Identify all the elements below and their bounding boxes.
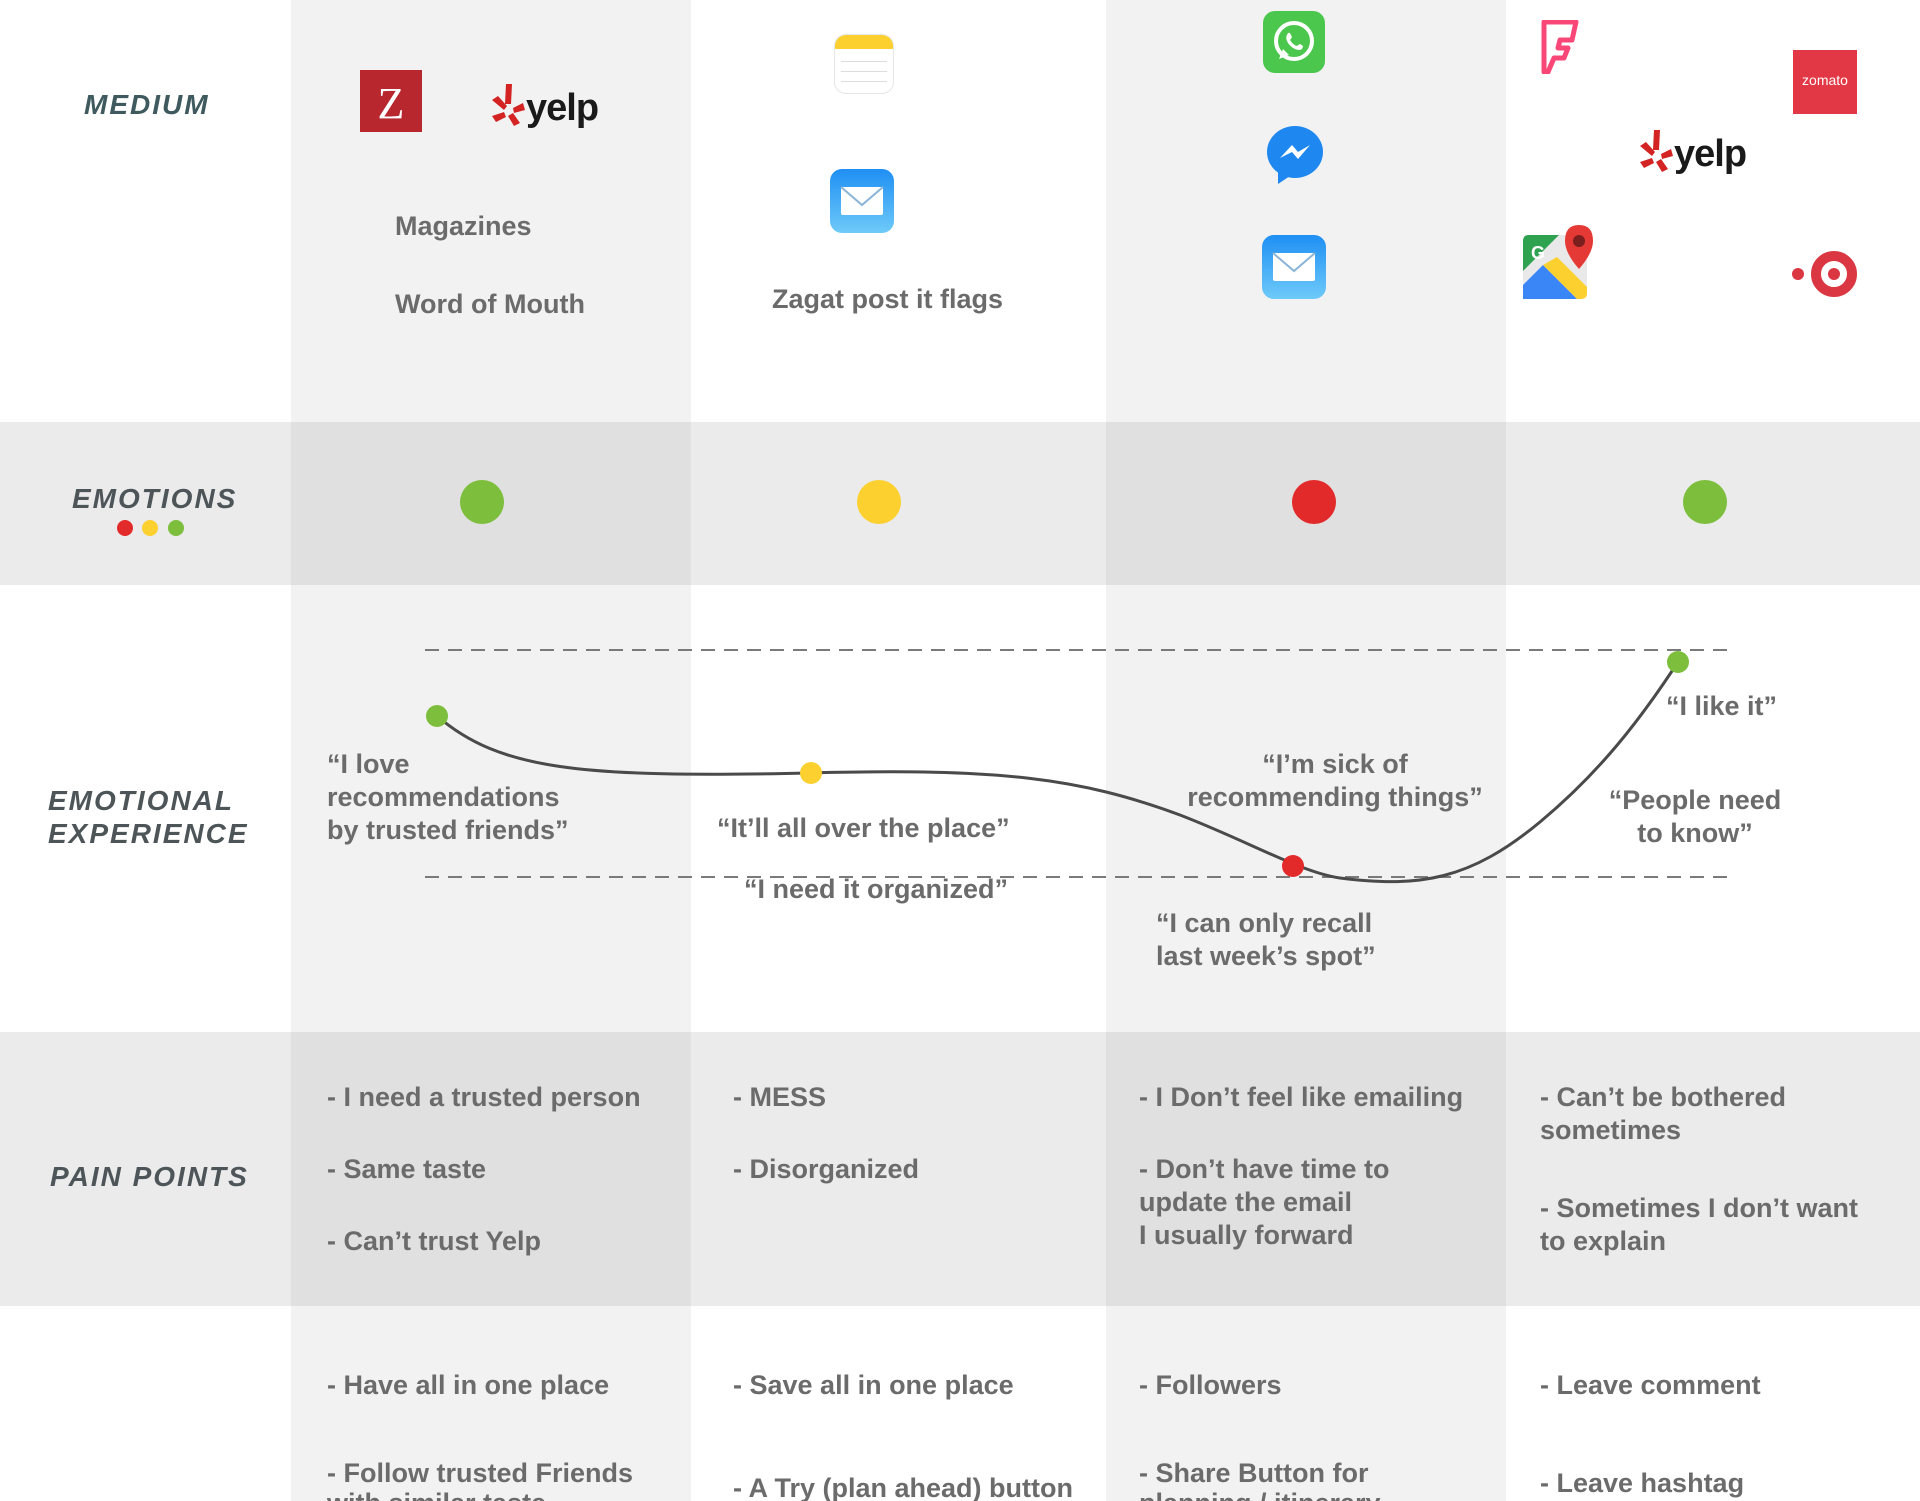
opp-col1-item2-line2: with similar taste: [327, 1487, 546, 1501]
row-label-emotional-line2: EXPERIENCE: [48, 818, 249, 849]
row-label-pain-points: PAIN POINTS: [50, 1161, 249, 1192]
quote-col1-line1: “I love: [327, 749, 410, 779]
quote-col3-top-line1: “I’m sick of: [1262, 749, 1408, 779]
yelp-wordmark-2: yelp: [1674, 133, 1747, 175]
pain-col4-item2-line1: - Sometimes I don’t want: [1540, 1193, 1859, 1223]
messenger-icon: [1266, 124, 1324, 186]
pain-col4-item2-line2: to explain: [1540, 1226, 1667, 1256]
pain-col3-item2: - Don’t have time to update the email I …: [1139, 1153, 1390, 1252]
whatsapp-glyph-icon: [1274, 21, 1314, 61]
envelope-icon-2: [1272, 252, 1316, 281]
quote-col3-bottom-line1: “I can only recall: [1156, 908, 1373, 938]
row-label-medium: MEDIUM: [84, 89, 210, 120]
envelope-icon: [840, 186, 884, 215]
yelp-wordmark: yelp: [526, 87, 599, 129]
experience-point-yellow: [800, 762, 822, 784]
quote-col3-bottom-line2: last week’s spot”: [1156, 941, 1376, 971]
medium-item-magazines: Magazines: [395, 211, 532, 241]
pain-col2-item1: - MESS: [733, 1082, 827, 1112]
row-label-emotions: EMOTIONS: [72, 483, 238, 514]
yelp-logo-2: yelp: [1638, 126, 1758, 186]
yelp-logo: yelp: [490, 78, 610, 138]
medium-item-zagat-flags: Zagat post it flags: [772, 284, 1004, 314]
opp-col1-item2: - Follow trusted Friends: [327, 1458, 634, 1488]
zomato-wordmark: zomato: [1802, 72, 1848, 88]
quote-col4-bottom-line1: “People need: [1608, 785, 1782, 815]
row-label-emotional-line1: EMOTIONAL: [48, 785, 234, 816]
emotions-legend-red-dot: [117, 520, 133, 536]
emotions-legend-yellow-dot: [142, 520, 158, 536]
pain-points-band-col1: [291, 1032, 691, 1306]
experience-point-green-1: [426, 705, 448, 727]
pain-col4-item1-line1: - Can’t be bothered: [1540, 1082, 1787, 1112]
mail-icon: [830, 169, 894, 233]
quote-col1: “I love recommendations by trusted frien…: [327, 748, 569, 847]
whatsapp-icon: [1263, 11, 1325, 73]
opentable-icon: [1790, 248, 1858, 302]
experience-point-green-2: [1667, 651, 1689, 673]
quote-col4-bottom: “People need to know”: [1590, 784, 1800, 850]
quote-col3-top-line2: recommending things”: [1187, 782, 1483, 812]
foursquare-glyph-icon: [1541, 19, 1579, 75]
pain-col4-item1: - Can’t be bothered sometimes: [1540, 1081, 1786, 1147]
zagat-letter: Z: [377, 79, 405, 128]
yelp-burst-icon-2: [1640, 130, 1673, 172]
medium-item-word-of-mouth: Word of Mouth: [395, 289, 585, 319]
emotion-dot-col1: [460, 480, 504, 524]
quote-col3-top: “I’m sick of recommending things”: [1180, 748, 1490, 814]
opp-col3-item2: - Share Button for: [1139, 1458, 1369, 1488]
opp-col4-item2: - Leave hashtag: [1540, 1468, 1745, 1498]
quote-col1-line3: by trusted friends”: [327, 815, 569, 845]
pain-col3-item1: - I Don’t feel like emailing: [1139, 1082, 1464, 1112]
opp-col2-item2: - A Try (plan ahead) button: [733, 1473, 1073, 1501]
emotion-curve: [436, 661, 1680, 884]
quote-col4-bottom-line2: to know”: [1637, 818, 1753, 848]
svg-text:G: G: [1531, 243, 1545, 263]
opp-col1-item1: - Have all in one place: [327, 1370, 610, 1400]
opp-col3-item1: - Followers: [1139, 1370, 1282, 1400]
quote-col4-top: “I like it”: [1666, 691, 1778, 721]
experience-point-red: [1282, 855, 1304, 877]
notes-icon: [834, 34, 894, 94]
pain-col3-item2-line1: - Don’t have time to: [1139, 1154, 1390, 1184]
quote-col1-line2: recommendations: [327, 782, 560, 812]
pain-col3-item2-line2: update the email: [1139, 1187, 1353, 1217]
pain-col3-item2-line3: I usually forward: [1139, 1220, 1354, 1250]
opentable-glyph-icon: [1792, 251, 1857, 297]
pain-col1-item3: - Can’t trust Yelp: [327, 1226, 542, 1256]
quote-col3-bottom: “I can only recall last week’s spot”: [1156, 907, 1376, 973]
notes-icon-line: [841, 61, 887, 62]
emotions-legend-green-dot: [168, 520, 184, 536]
notes-icon-line: [841, 81, 887, 82]
opp-col4-item1: - Leave comment: [1540, 1370, 1761, 1400]
emotion-dot-col2: [857, 480, 901, 524]
opp-col2-item1: - Save all in one place: [733, 1370, 1014, 1400]
row-label-emotional-experience: EMOTIONAL EXPERIENCE: [48, 784, 249, 850]
pain-points-band-col3: [1106, 1032, 1506, 1306]
yelp-burst-icon: [492, 84, 525, 126]
quote-col2-top: “It’ll all over the place”: [717, 813, 1010, 843]
zomato-icon: zomato: [1793, 50, 1857, 114]
pain-col1-item1: - I need a trusted person: [327, 1082, 641, 1112]
notes-icon-line: [841, 71, 887, 72]
google-maps-icon: G: [1523, 225, 1599, 301]
zagat-icon: Z: [360, 70, 422, 132]
emotion-dot-col4: [1683, 480, 1727, 524]
quote-col2-bottom: “I need it organized”: [744, 874, 1009, 904]
pain-col1-item2: - Same taste: [327, 1154, 487, 1184]
pain-col4-item2: - Sometimes I don’t want to explain: [1540, 1192, 1858, 1258]
opp-col3-item2-line2: planning / itinerary: [1139, 1487, 1381, 1501]
pain-col4-item1-line2: sometimes: [1540, 1115, 1682, 1145]
google-maps-glyph-icon: G: [1523, 225, 1593, 299]
mail-icon-2: [1262, 235, 1326, 299]
notes-icon-header: [835, 35, 893, 49]
pain-col2-item2: - Disorganized: [733, 1154, 920, 1184]
messenger-glyph-icon: [1267, 126, 1323, 184]
foursquare-icon: [1540, 19, 1580, 75]
emotion-dot-col3: [1292, 480, 1336, 524]
